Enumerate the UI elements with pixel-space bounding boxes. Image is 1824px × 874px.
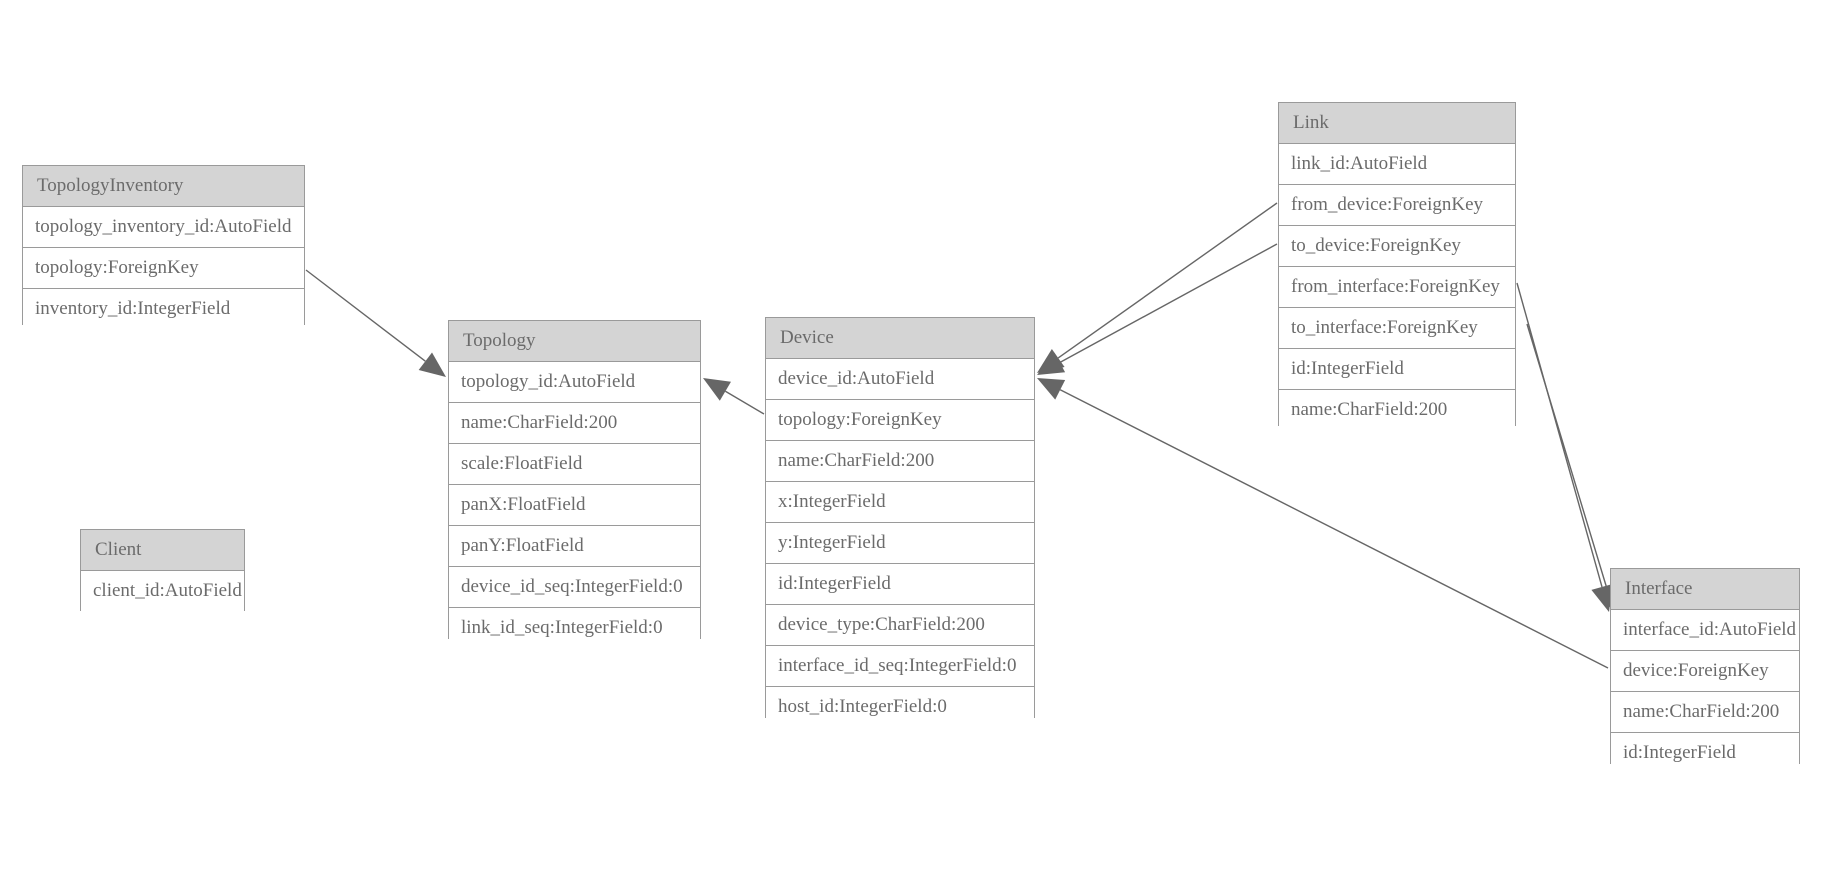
entity-field-row: client_id:AutoField (81, 571, 244, 612)
entity-title-client: Client (81, 530, 244, 571)
relationship-line (1059, 243, 1278, 364)
entity-field-row: device_id:AutoField (766, 359, 1034, 400)
entity-field-row: from_device:ForeignKey (1279, 185, 1515, 226)
relationship-rel-topologyinventory-topology (305, 269, 446, 377)
entity-title-topologyinventory: TopologyInventory (23, 166, 304, 207)
relationship-line (1526, 323, 1608, 588)
entity-field-row: name:CharField:200 (1611, 692, 1799, 733)
relationship-arrowhead-icon (1037, 348, 1065, 373)
relationship-line (1059, 389, 1609, 669)
relationship-line (1516, 282, 1603, 588)
entity-title-topology: Topology (449, 321, 700, 362)
relationship-line (305, 269, 426, 362)
entity-field-row: name:CharField:200 (1279, 390, 1515, 431)
entity-field-row: y:IntegerField (766, 523, 1034, 564)
entity-title-link: Link (1279, 103, 1515, 144)
entity-field-row: id:IntegerField (1611, 733, 1799, 774)
relationship-rel-link-from-interface (1516, 282, 1613, 612)
entity-title-device: Device (766, 318, 1034, 359)
entity-field-row: link_id_seq:IntegerField:0 (449, 608, 700, 649)
entity-field-row: scale:FloatField (449, 444, 700, 485)
relationship-arrowhead-icon (418, 352, 446, 377)
entity-field-row: device_id_seq:IntegerField:0 (449, 567, 700, 608)
relationship-line (1057, 202, 1278, 359)
relationship-rel-device-topology (703, 378, 765, 415)
relationship-arrowhead-icon (1037, 352, 1066, 375)
entity-field-row: topology_inventory_id:AutoField (23, 207, 304, 248)
entity-field-row: panY:FloatField (449, 526, 700, 567)
relationship-rel-link-from-device (1037, 202, 1278, 373)
entity-field-row: topology:ForeignKey (23, 248, 304, 289)
relationship-rel-link-to-device (1037, 243, 1278, 375)
entity-field-row: link_id:AutoField (1279, 144, 1515, 185)
relationship-line (725, 390, 765, 415)
entity-field-row: id:IntegerField (1279, 349, 1515, 390)
entity-field-row: to_device:ForeignKey (1279, 226, 1515, 267)
entity-field-row: to_interface:ForeignKey (1279, 308, 1515, 349)
entity-field-row: device_type:CharField:200 (766, 605, 1034, 646)
relationship-rel-link-to-interface (1526, 323, 1618, 612)
entity-title-interface: Interface (1611, 569, 1799, 610)
entity-field-row: from_interface:ForeignKey (1279, 267, 1515, 308)
entity-field-row: panX:FloatField (449, 485, 700, 526)
entity-field-row: host_id:IntegerField:0 (766, 687, 1034, 728)
entity-field-row: inventory_id:IntegerField (23, 289, 304, 330)
entity-field-row: name:CharField:200 (449, 403, 700, 444)
entity-field-row: name:CharField:200 (766, 441, 1034, 482)
entity-field-row: topology:ForeignKey (766, 400, 1034, 441)
entity-field-row: device:ForeignKey (1611, 651, 1799, 692)
entity-field-row: interface_id_seq:IntegerField:0 (766, 646, 1034, 687)
entity-field-row: x:IntegerField (766, 482, 1034, 523)
entity-field-row: interface_id:AutoField (1611, 610, 1799, 651)
relationship-arrowhead-icon (1037, 378, 1066, 400)
relationship-arrowhead-icon (703, 378, 731, 401)
entity-field-row: id:IntegerField (766, 564, 1034, 605)
entity-field-row: topology_id:AutoField (449, 362, 700, 403)
